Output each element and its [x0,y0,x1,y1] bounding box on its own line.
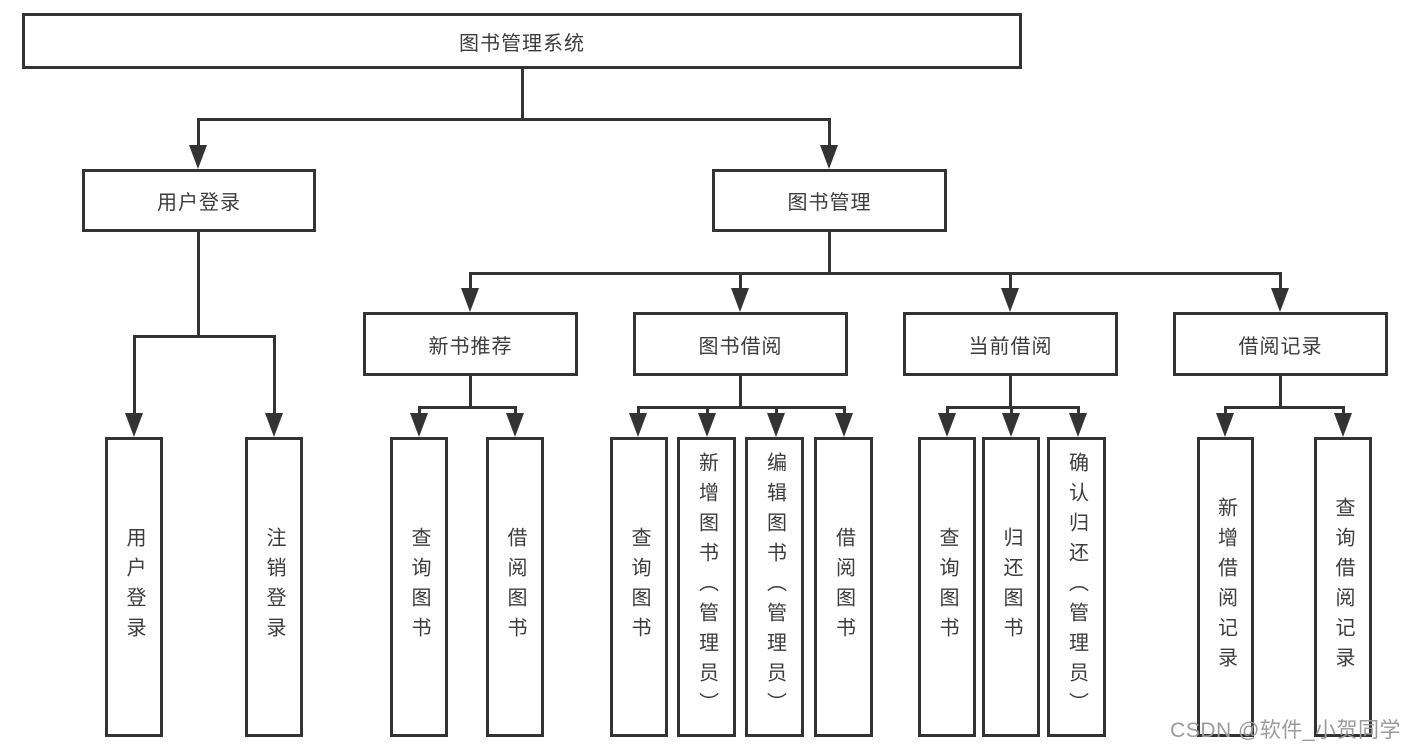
arrow-stem [1009,272,1012,292]
node-label: 新增图书（管理员） [695,452,718,722]
node-label: 借阅记录 [1238,335,1323,358]
arrow-down-icon [461,288,479,312]
arrow-down-icon [265,413,283,437]
connector-line [469,375,472,407]
arrow-down-icon [731,288,749,312]
node-label: 查询图书 [628,527,650,647]
connector-line [133,335,275,338]
arrow-stem [418,406,421,417]
node-edit-books: 编辑图书（管理员） [745,437,804,737]
node-current-borrow: 当前借阅 [903,312,1118,376]
arrow-down-icon [1334,413,1352,437]
node-confirm-return: 确认归还（管理员） [1047,437,1106,737]
arrow-stem [1077,406,1080,417]
arrow-down-icon [410,413,428,437]
arrow-down-icon [1216,413,1234,437]
arrow-stem [1342,406,1345,417]
connector-line [828,232,831,273]
node-label: 编辑图书（管理员） [763,452,786,722]
arrow-down-icon [1002,413,1020,437]
connector-line [1279,375,1282,407]
connector-line [739,375,742,407]
node-query-books-1: 查询图书 [390,437,448,737]
arrow-stem [1224,406,1227,417]
connector-line [418,406,516,409]
watermark: CSDN @软件_小贺同学 [1170,719,1401,742]
arrow-down-icon [820,145,838,169]
arrow-down-icon [1001,288,1019,312]
arrow-stem [828,118,831,149]
node-borrow-books-2: 借阅图书 [814,437,873,737]
arrow-stem [469,272,472,292]
arrow-down-icon [1271,288,1289,312]
arrow-stem [843,406,846,417]
node-label: 新增借阅记录 [1214,497,1237,677]
connector-line [521,69,524,119]
node-add-borrow-record: 新增借阅记录 [1197,437,1254,737]
arrow-down-icon [835,413,853,437]
connector-line [197,232,200,336]
node-label: 用户登录 [123,527,145,647]
node-logout: 注销登录 [245,437,303,737]
arrow-down-icon [189,145,207,169]
connector-line [1009,375,1012,407]
arrow-stem [1010,406,1013,417]
node-label: 查询图书 [408,527,430,647]
arrow-down-icon [767,413,785,437]
node-query-books-3: 查询图书 [918,437,976,737]
node-label: 图书管理系统 [459,32,585,55]
arrow-stem [133,335,136,417]
arrow-down-icon [506,413,524,437]
node-borrow-books-1: 借阅图书 [486,437,544,737]
arrow-down-icon [698,413,716,437]
node-borrow-records: 借阅记录 [1173,312,1388,376]
arrow-down-icon [1069,413,1087,437]
node-label: 新书推荐 [428,335,513,358]
node-label: 查询图书 [936,527,958,647]
arrow-down-icon [125,413,143,437]
arrow-down-icon [629,413,647,437]
arrow-stem [273,335,276,417]
arrow-down-icon [938,413,956,437]
node-label: 归还图书 [1000,527,1022,647]
node-label: 用户登录 [157,192,241,214]
node-root: 图书管理系统 [22,13,1022,69]
connector-line [637,406,845,409]
node-new-book-rec: 新书推荐 [363,312,578,376]
connector-line [197,118,830,121]
node-query-books-2: 查询图书 [610,437,668,737]
connector-line [1224,406,1344,409]
node-label: 当前借阅 [968,335,1053,358]
node-book-mgmt: 图书管理 [712,169,947,232]
node-book-borrow: 图书借阅 [633,312,848,376]
arrow-stem [1279,272,1282,292]
node-label: 注销登录 [263,527,285,647]
node-label: 查询借阅记录 [1332,497,1354,677]
node-label: 图书管理 [787,192,872,214]
node-label: 借阅图书 [504,527,526,647]
node-query-borrow-record: 查询借阅记录 [1314,437,1372,737]
node-add-books: 新增图书（管理员） [677,437,736,737]
arrow-stem [775,406,778,417]
arrow-stem [946,406,949,417]
node-label: 确认归还（管理员） [1065,452,1088,722]
arrow-stem [706,406,709,417]
arrow-stem [739,272,742,292]
arrow-stem [514,406,517,417]
node-label: 借阅图书 [832,527,855,647]
arrow-stem [637,406,640,417]
node-user-login-group: 用户登录 [82,169,316,232]
node-label: 图书借阅 [698,335,783,358]
node-return-books: 归还图书 [982,437,1040,737]
arrow-stem [197,118,200,149]
node-user-login: 用户登录 [105,437,163,737]
connector-line [469,272,1281,275]
